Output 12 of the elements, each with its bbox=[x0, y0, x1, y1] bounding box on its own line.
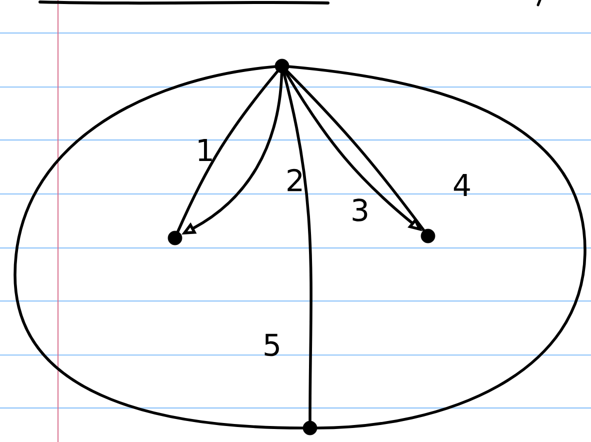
edge-label: 5 bbox=[264, 334, 279, 356]
vertex-dot bbox=[302, 420, 318, 436]
graph-edge bbox=[288, 65, 586, 430]
vertex-dot bbox=[274, 58, 290, 74]
edge-label: 1 bbox=[198, 139, 212, 161]
edge-label: 4 bbox=[454, 174, 470, 196]
graph-edge bbox=[282, 72, 312, 422]
edge-label: 2 bbox=[288, 168, 302, 192]
graph-edge bbox=[14, 65, 304, 430]
vertex-dot bbox=[420, 228, 436, 244]
vertex-dot bbox=[168, 230, 182, 246]
edge-label: 3 bbox=[352, 198, 368, 222]
